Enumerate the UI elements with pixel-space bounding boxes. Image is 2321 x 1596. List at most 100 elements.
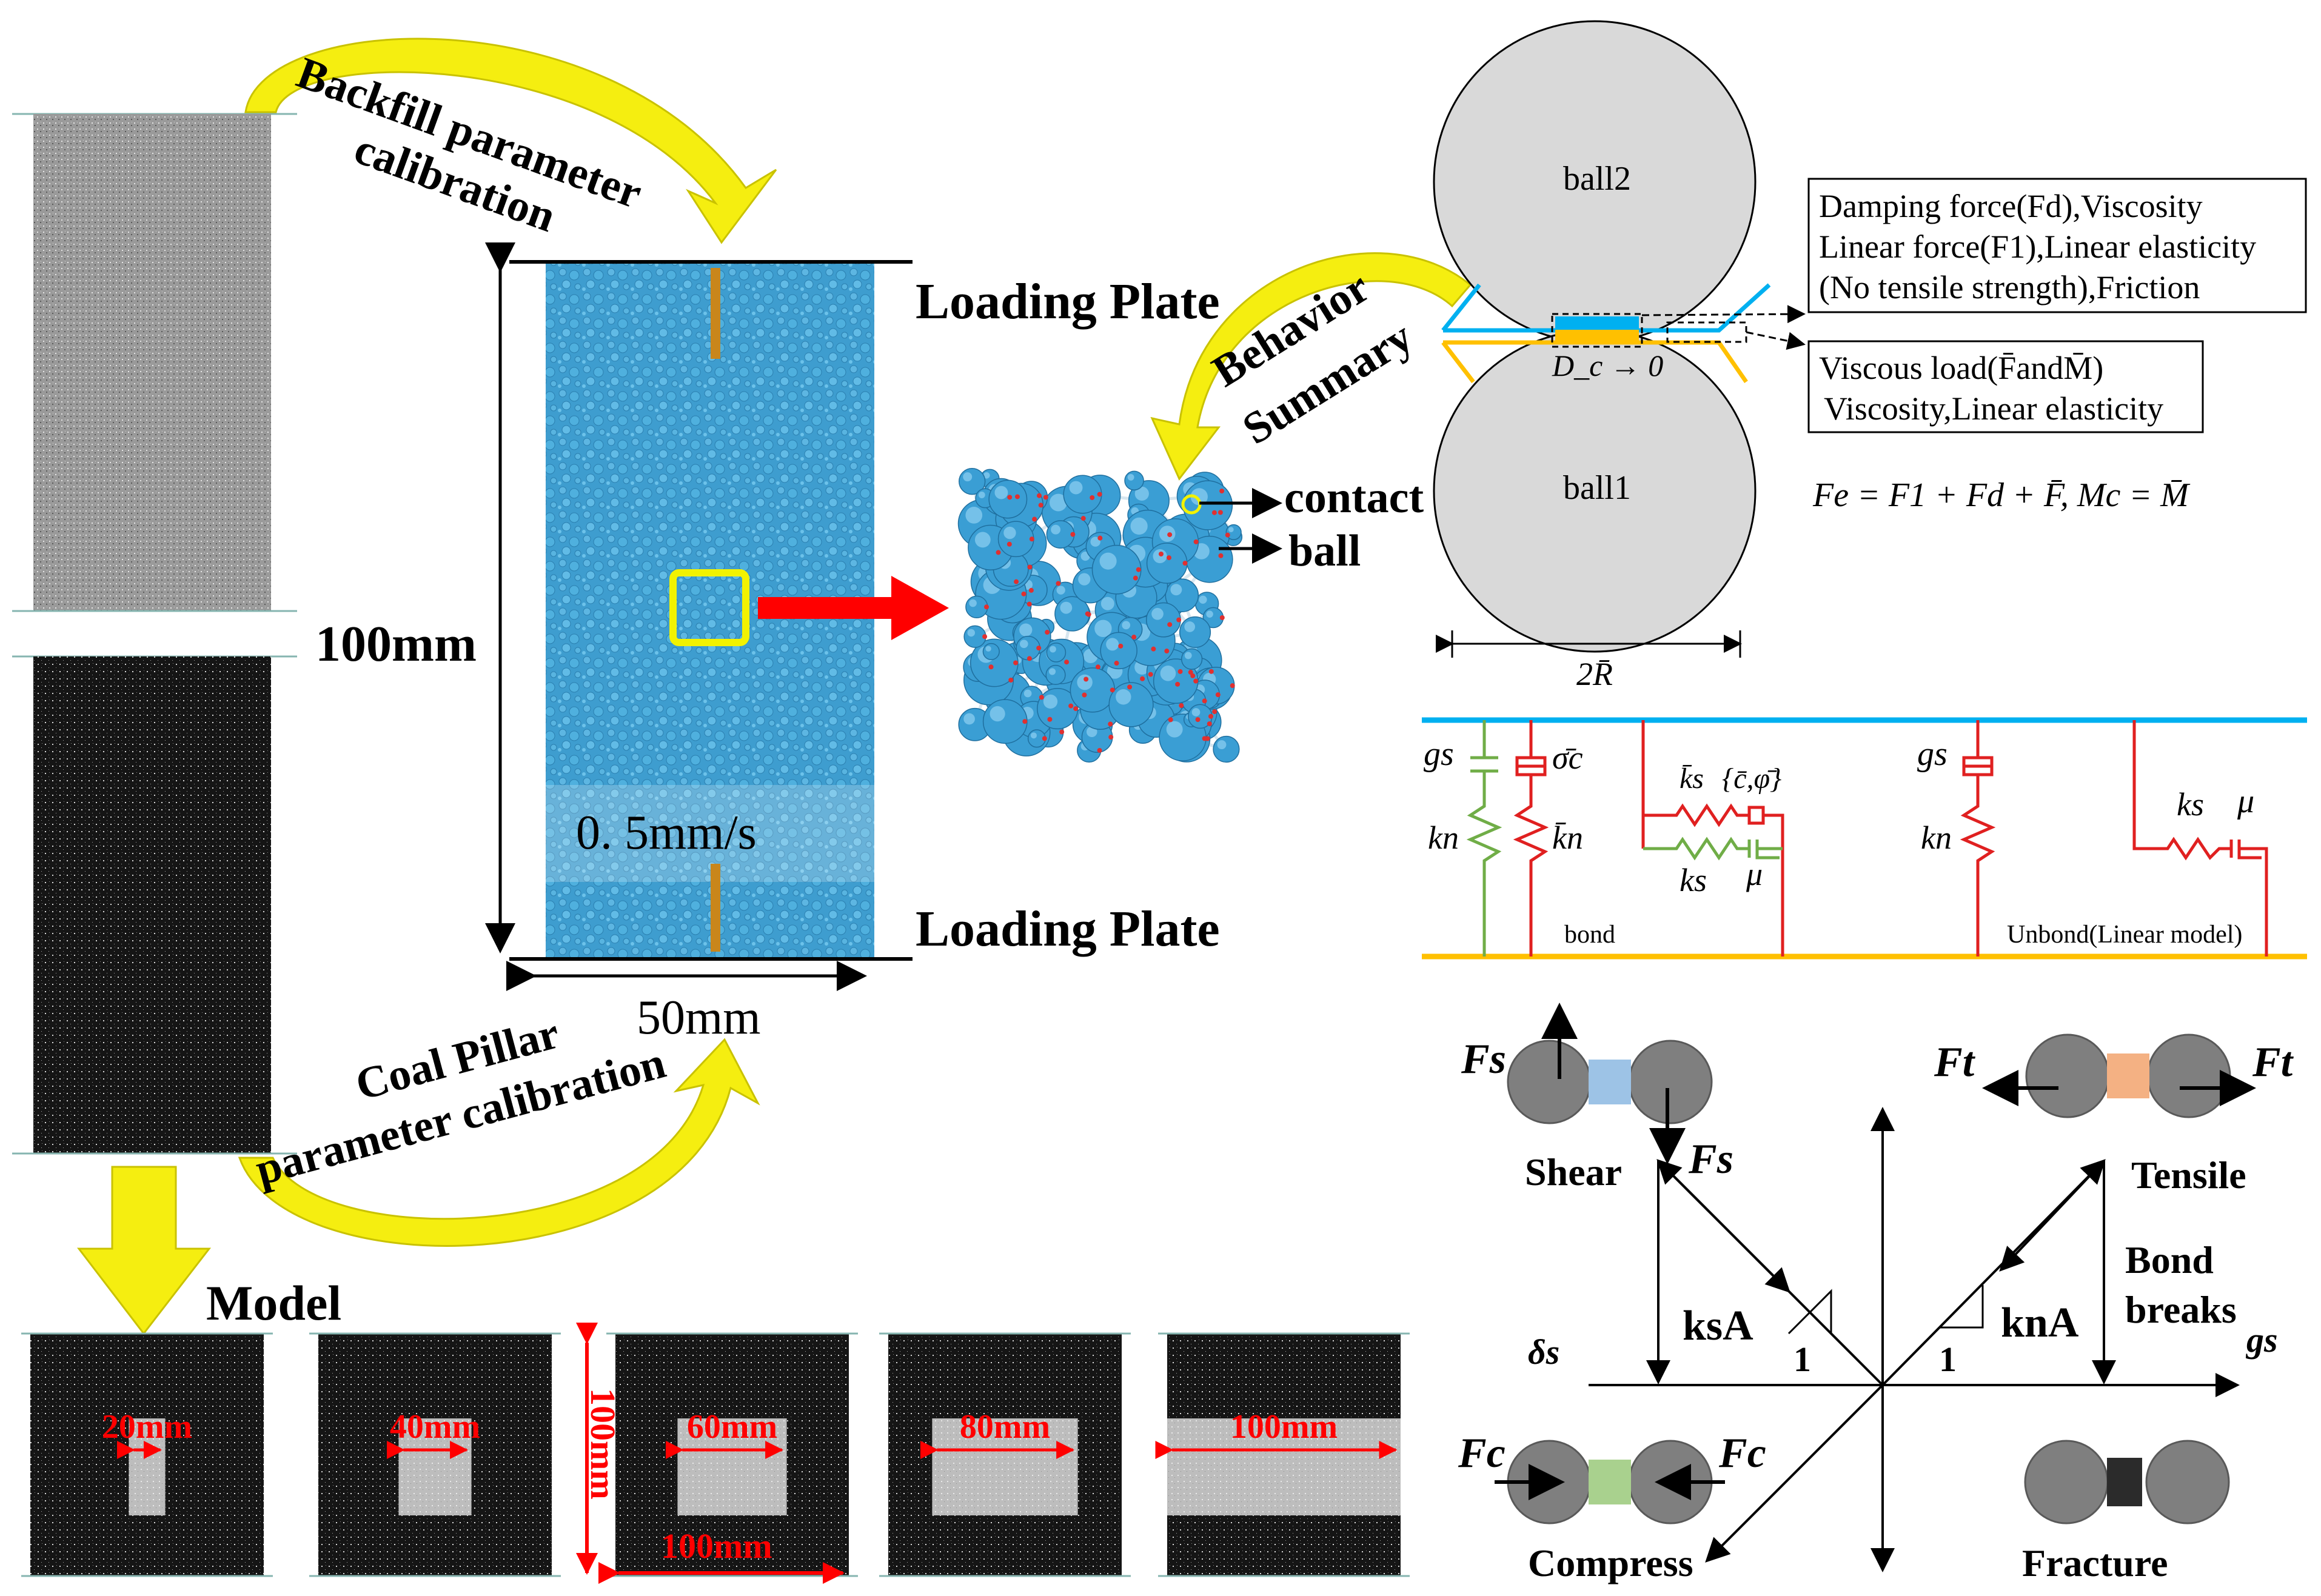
contact-point [1167, 622, 1173, 627]
contact-model: ball2 ball1 D_c → 0 2R̄ Damping force(Fd… [1433, 20, 2307, 692]
particle-highlight [1134, 486, 1149, 501]
particle-highlight [1217, 740, 1227, 750]
particle-highlight [994, 486, 1008, 499]
bond-zone-frame [1551, 313, 1643, 348]
contact-point [1166, 555, 1171, 561]
contact-point [1080, 516, 1086, 521]
zoom-window [669, 569, 749, 646]
bond-gs: gs [1424, 735, 1454, 773]
contact-point [1179, 703, 1184, 708]
backfill-specimen-panel [12, 113, 297, 612]
unbond-ks: ks [2177, 786, 2204, 823]
bond-description-box [1807, 340, 2204, 433]
tensile-force-left: Ft [1934, 1039, 1976, 1086]
contact-point [1195, 717, 1201, 723]
particle-highlight [1023, 689, 1032, 698]
contact-point [1027, 601, 1032, 607]
contact-point [1158, 552, 1164, 557]
unbond-mu: μ [2237, 783, 2254, 820]
height-label: 100mm [315, 616, 477, 672]
contact-point [1032, 516, 1037, 522]
contact-point [1045, 630, 1050, 635]
velocity-band [546, 785, 874, 882]
contact-point [1039, 695, 1044, 700]
contact-point [1140, 676, 1145, 681]
top-plate-label: Loading Plate [916, 273, 1220, 330]
contact-point [1047, 716, 1053, 722]
contact-point [1202, 698, 1207, 704]
particle-highlight [1069, 481, 1083, 495]
contact-description-line-2: Linear force(F1),Linear elasticity [1819, 229, 2256, 265]
tensile-slope-one: 1 [1939, 1340, 1957, 1379]
contact-point [1021, 591, 1027, 596]
particle-highlight [1122, 621, 1131, 630]
contact-point [1108, 735, 1114, 740]
compress-force-left: Fc [1458, 1430, 1505, 1477]
particle-highlight [1170, 584, 1182, 596]
unbond-kn: kn [1921, 820, 1952, 856]
delta-s-label: δs [1528, 1332, 1559, 1372]
particle-highlight [1100, 596, 1114, 610]
contact-point [1193, 678, 1199, 684]
particle-highlight [985, 646, 991, 652]
particle-highlight [974, 532, 991, 548]
bond-kn: kn [1428, 820, 1459, 856]
contact-point [996, 550, 1001, 555]
contact-description-line-3: (No tensile strength),Friction [1819, 269, 2200, 306]
pillar-width-label: 100mm [1230, 1408, 1338, 1446]
coal-pillar-specimen-panel [12, 655, 297, 1155]
contact-point [1085, 611, 1090, 616]
contact-zone-leader [1746, 331, 1806, 350]
bond-c-phi: {c̄,φ̄} [1722, 763, 1781, 795]
particle-highlight [1003, 526, 1016, 539]
particle-highlight [1184, 621, 1196, 632]
particle-ball [1179, 616, 1211, 648]
top-load-rod [711, 268, 720, 359]
contact-point [1090, 495, 1095, 500]
particle-ball [1046, 643, 1067, 663]
upper-bond-wedge [1441, 283, 1771, 333]
contact-point [1217, 510, 1223, 515]
contact-point [1070, 532, 1076, 537]
force-equation: Fe = F1 + Fd + F̄, Mc = M̄ [1812, 476, 2191, 514]
particle-highlight [1050, 646, 1056, 653]
coal-pillar-block [677, 1418, 787, 1515]
contact-point [1118, 643, 1124, 649]
model-label: Model [206, 1275, 341, 1331]
particle-highlight [1206, 610, 1213, 618]
particle-highlight [983, 472, 990, 479]
contact-point [1188, 670, 1193, 675]
fracture-pair: Fracture [2022, 1440, 2230, 1584]
bond-sigma-c: σ̄c [1552, 740, 1583, 776]
bond-description-line-1: Viscous load(F̄andM̄) [1819, 350, 2103, 386]
contact-point [1014, 579, 1019, 584]
bond-ks: ks [1680, 862, 1707, 898]
contact-point [1207, 721, 1212, 727]
contact-point [1056, 581, 1061, 586]
particle-ball [997, 521, 1034, 558]
particle-highlight [965, 507, 983, 524]
contact-point [1182, 561, 1188, 566]
contact-point [1208, 669, 1214, 674]
loading-speed-label: 0. 5mm/s [576, 806, 757, 860]
fracture-label: Fracture [2022, 1541, 2168, 1584]
contact-point [1059, 729, 1065, 735]
contact-point [1175, 681, 1181, 687]
zoom-arrow [758, 576, 949, 640]
particle-highlight [1199, 595, 1207, 604]
particle-highlight [1078, 573, 1091, 586]
coal-pillar-block [398, 1418, 472, 1515]
bottom-plate-label: Loading Plate [916, 901, 1220, 957]
particle-ball [1063, 475, 1102, 514]
contact-point [1097, 492, 1102, 497]
particle-highlight [967, 629, 976, 637]
pillar-width-label: 80mm [960, 1408, 1050, 1446]
particle-ball [1181, 648, 1203, 670]
contact-point [1073, 706, 1079, 712]
contact-point [1219, 615, 1225, 620]
particle-highlight [1099, 552, 1117, 570]
backfill-calibration-arrow [244, 38, 777, 244]
contact-point [1167, 532, 1173, 538]
contact-point [988, 664, 994, 670]
contact-point [1202, 736, 1207, 741]
